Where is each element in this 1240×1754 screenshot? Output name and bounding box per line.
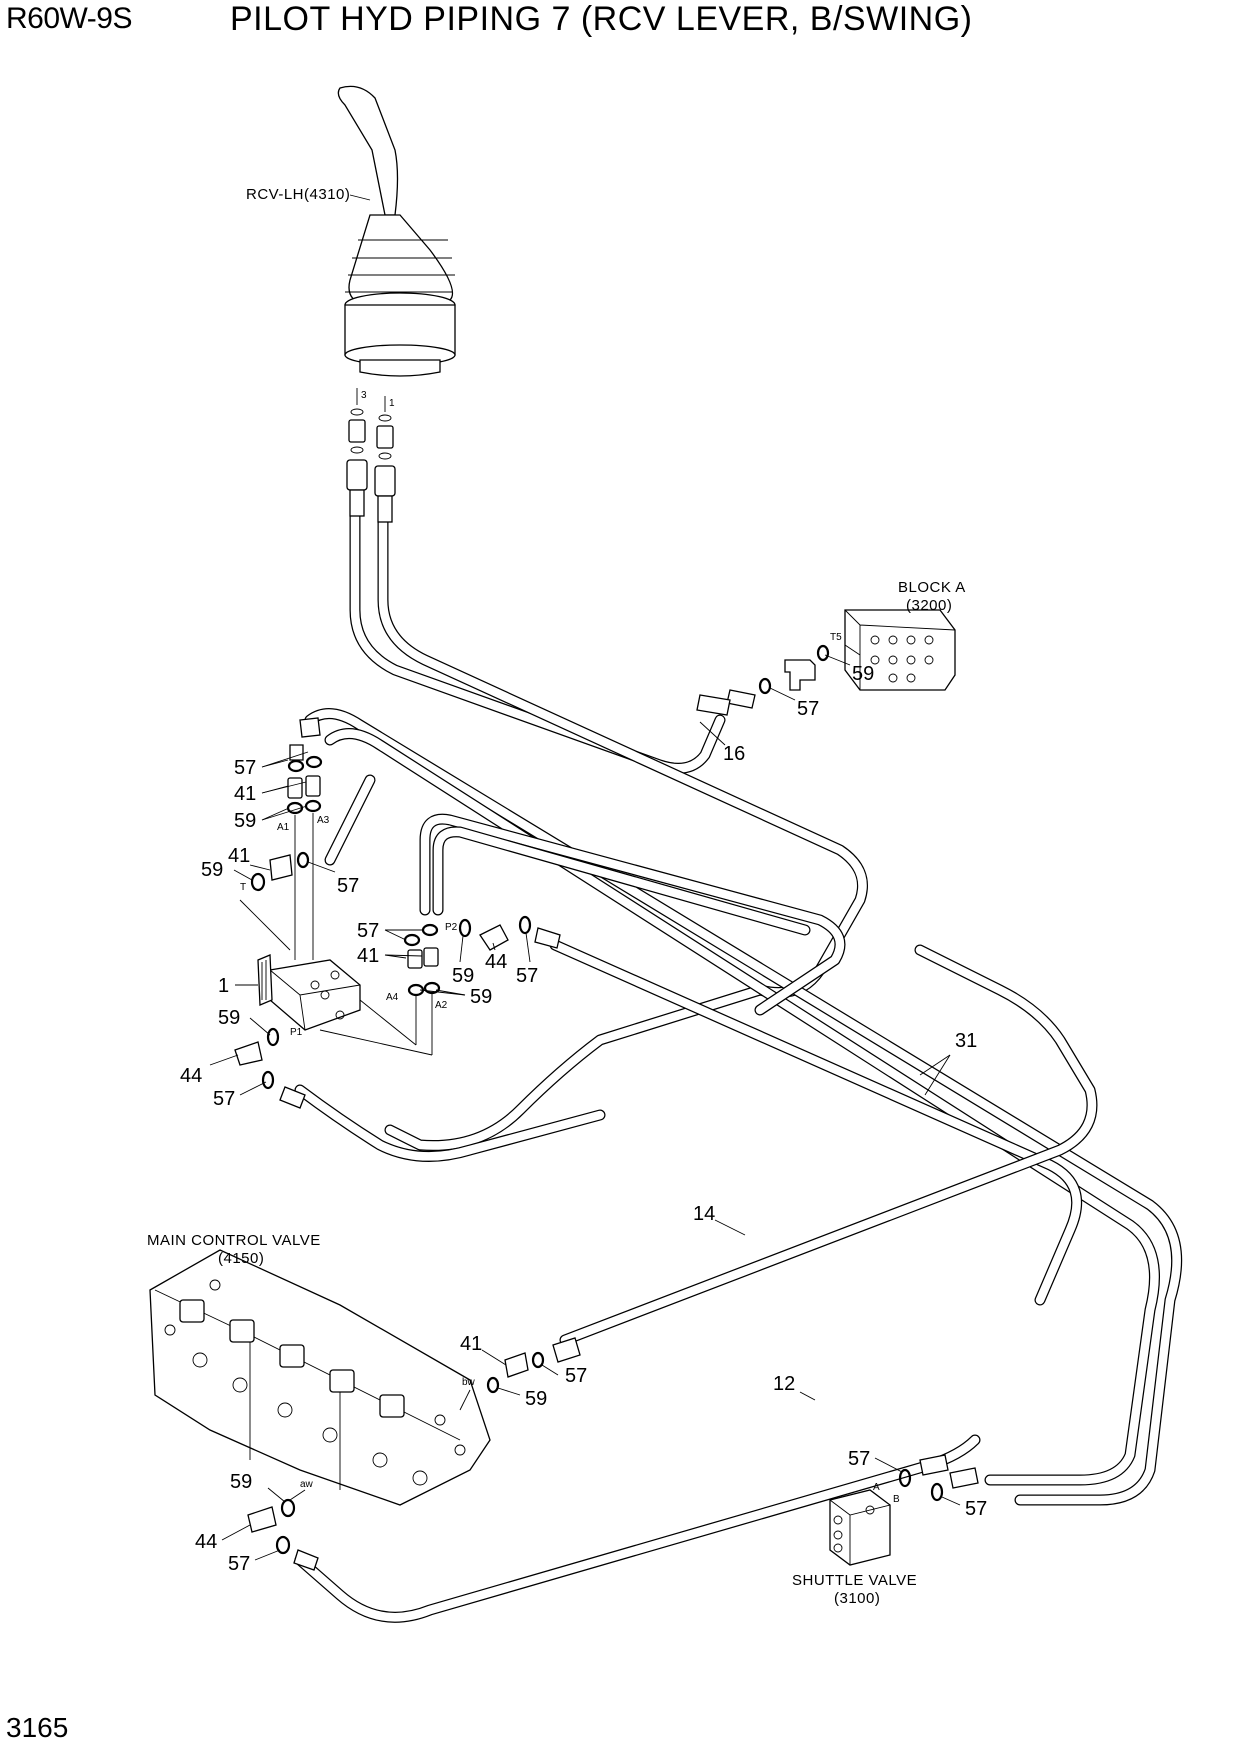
port-a-label: A bbox=[873, 1482, 880, 1493]
valve-block-1 bbox=[257, 954, 361, 1031]
callout-59: 59 bbox=[234, 810, 256, 832]
port-aw-label: aw bbox=[300, 1479, 314, 1490]
port-b-label: B bbox=[893, 1494, 900, 1505]
callout-44: 44 bbox=[180, 1065, 202, 1087]
rcv-label: RCV-LH(4310) bbox=[246, 186, 350, 203]
rcv-port-fittings: 3 1 bbox=[346, 388, 396, 523]
callout-57: 57 bbox=[213, 1088, 235, 1110]
mcv-body bbox=[149, 1249, 491, 1506]
callout-59: 59 bbox=[525, 1388, 547, 1410]
callout-57: 57 bbox=[357, 920, 379, 942]
model-label: R60W-9S bbox=[6, 2, 133, 35]
block-a-name: BLOCK A bbox=[898, 579, 966, 596]
callout-59: 59 bbox=[218, 1007, 240, 1029]
port-3-label: 3 bbox=[361, 390, 367, 401]
callout-31: 31 bbox=[955, 1030, 977, 1052]
shuttle-body bbox=[829, 1489, 891, 1566]
port-a1-label: A1 bbox=[277, 822, 290, 833]
callout-57: 57 bbox=[848, 1448, 870, 1470]
hoses bbox=[294, 504, 1183, 1623]
port-1-label: 1 bbox=[389, 398, 395, 409]
callout-57: 57 bbox=[234, 757, 256, 779]
callout-59: 59 bbox=[201, 859, 223, 881]
callout-57: 57 bbox=[337, 875, 359, 897]
callout-59: 59 bbox=[852, 663, 874, 685]
port-a4-label: A4 bbox=[386, 992, 399, 1003]
port-p1-label: P1 bbox=[290, 1027, 303, 1038]
callout-57: 57 bbox=[565, 1365, 587, 1387]
block-a-fittings bbox=[696, 644, 830, 716]
callout-14: 14 bbox=[693, 1203, 715, 1225]
mcv-code: (4150) bbox=[218, 1250, 264, 1267]
shuttle-valve: A B SHUTTLE VALVE (3100) bbox=[792, 1454, 979, 1607]
callout-57: 57 bbox=[516, 965, 538, 987]
port-a3-label: A3 bbox=[317, 815, 330, 826]
leader-lines bbox=[209, 654, 961, 1561]
callout-57: 57 bbox=[228, 1553, 250, 1575]
port-t5-label: T5 bbox=[830, 632, 842, 643]
block-a-code: (3200) bbox=[906, 597, 952, 614]
mcv-name: MAIN CONTROL VALVE bbox=[147, 1232, 321, 1249]
block-a-body bbox=[844, 609, 956, 691]
callout-59: 59 bbox=[452, 965, 474, 987]
callout-16: 16 bbox=[723, 743, 745, 765]
callout-41: 41 bbox=[460, 1333, 482, 1355]
main-control-valve: MAIN CONTROL VALVE (4150) bw aw bbox=[147, 1232, 491, 1506]
rcv-handle bbox=[337, 85, 399, 216]
page-title: PILOT HYD PIPING 7 (RCV LEVER, B/SWING) bbox=[230, 0, 973, 38]
callout-57: 57 bbox=[797, 698, 819, 720]
callout-59: 59 bbox=[230, 1471, 252, 1493]
callout-57: 57 bbox=[965, 1498, 987, 1520]
shuttle-code: (3100) bbox=[834, 1590, 880, 1607]
callout-44: 44 bbox=[485, 951, 507, 973]
port-t-label: T bbox=[240, 882, 246, 893]
port-a2-label: A2 bbox=[435, 1000, 448, 1011]
port-p2-label: P2 bbox=[445, 922, 458, 933]
block-a: BLOCK A (3200) T5 bbox=[830, 579, 966, 691]
shuttle-name: SHUTTLE VALVE bbox=[792, 1572, 917, 1589]
callout-41: 41 bbox=[228, 845, 250, 867]
mcv-fittings bbox=[247, 1337, 581, 1571]
callout-numbers: 59 57 16 57 41 59 59 41 57 57 41 59 44 5… bbox=[180, 663, 987, 1575]
callout-41: 41 bbox=[357, 945, 379, 967]
port-bw-label: bw bbox=[462, 1377, 476, 1388]
rcv-lever: RCV-LH(4310) bbox=[246, 85, 456, 377]
page-number: 3165 bbox=[6, 1712, 69, 1743]
callout-44: 44 bbox=[195, 1531, 217, 1553]
callout-12: 12 bbox=[773, 1373, 795, 1395]
rcv-boot bbox=[348, 214, 454, 306]
callout-59: 59 bbox=[470, 986, 492, 1008]
valve-block-body bbox=[269, 959, 361, 1031]
hose-16 bbox=[349, 504, 726, 774]
callout-41: 41 bbox=[234, 783, 256, 805]
valve-ports: A1 A3 T P2 A4 A2 bbox=[234, 717, 561, 1109]
callout-1: 1 bbox=[218, 975, 229, 997]
hose-31-b bbox=[324, 728, 1160, 1486]
